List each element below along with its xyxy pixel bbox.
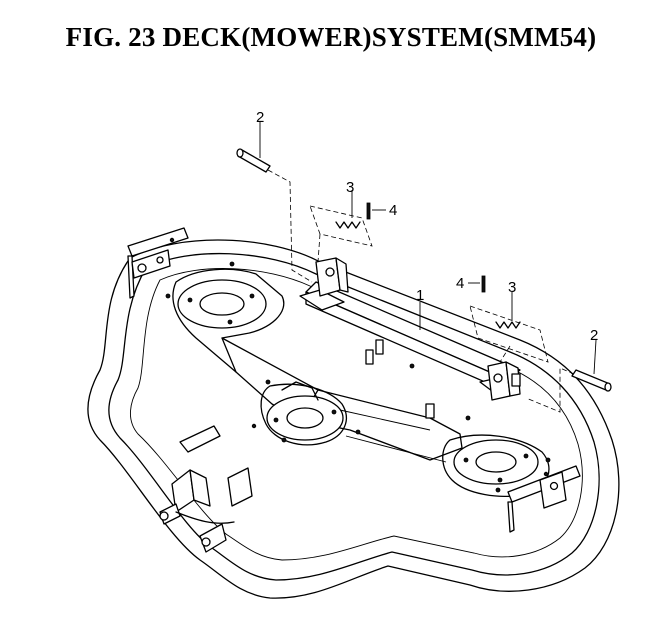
spindle-right bbox=[453, 439, 539, 485]
figure-title: FIG. 23 DECK(MOWER)SYSTEM(SMM54) bbox=[65, 22, 597, 52]
callout-4-right: 4 bbox=[456, 275, 464, 292]
callout-3-right: 3 bbox=[508, 279, 516, 296]
hanger-bar bbox=[299, 281, 521, 395]
pin-right bbox=[468, 275, 486, 293]
deck-shell bbox=[87, 239, 620, 599]
clevis-pin-right bbox=[525, 339, 612, 413]
callout-3-left: 3 bbox=[346, 179, 354, 196]
spring-left bbox=[309, 190, 373, 263]
callout-2-right: 2 bbox=[590, 327, 598, 344]
pin-left bbox=[366, 202, 386, 220]
spindle-left bbox=[177, 279, 267, 329]
callout-2-left: 2 bbox=[256, 109, 264, 126]
spindle-center bbox=[266, 381, 344, 441]
callout-1: 1 bbox=[416, 287, 424, 304]
clevis-pin-left bbox=[236, 122, 313, 283]
rear-left-bracket bbox=[127, 227, 189, 299]
front-hitch-arms bbox=[159, 425, 253, 553]
bar-bracket-left bbox=[315, 257, 349, 297]
front-right-bracket bbox=[507, 465, 581, 533]
callout-4-left: 4 bbox=[389, 202, 397, 219]
deck-hardware bbox=[165, 261, 551, 493]
spring-right bbox=[469, 292, 549, 363]
bar-bracket-right bbox=[487, 361, 521, 401]
